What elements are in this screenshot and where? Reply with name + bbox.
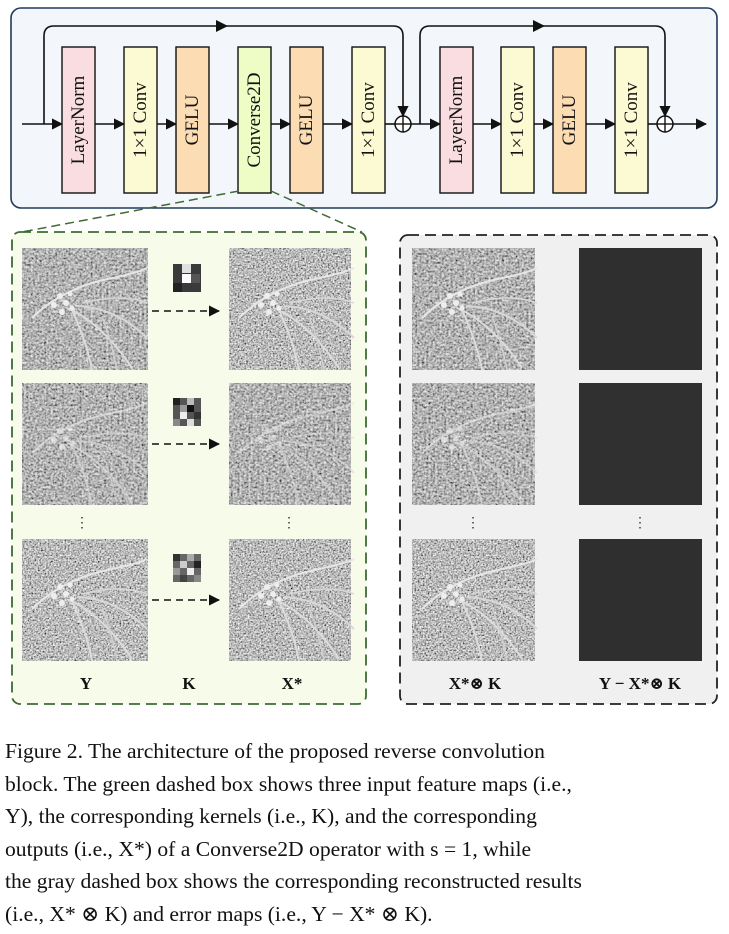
output-map-x bbox=[229, 248, 355, 371]
reconstruction-map bbox=[412, 383, 538, 506]
caption-line: the gray dashed box shows the correspond… bbox=[5, 869, 582, 894]
zoom-line bbox=[270, 190, 363, 233]
ellipsis: ⋮ bbox=[282, 516, 296, 531]
ellipsis: ⋮ bbox=[75, 516, 89, 531]
block-rect bbox=[439, 46, 474, 194]
block-layernorm: LayerNorm bbox=[61, 46, 96, 194]
block-1-1-conv: 1×1 Conv bbox=[500, 46, 535, 194]
col-label-k: K bbox=[182, 674, 196, 693]
figure-caption: Figure 2. The architecture of the propos… bbox=[5, 735, 721, 931]
block-rect bbox=[552, 46, 587, 194]
block-label: 1×1 Conv bbox=[621, 82, 642, 158]
error-map bbox=[579, 248, 702, 370]
feature-map-y bbox=[22, 539, 148, 662]
block-rect bbox=[500, 46, 535, 194]
output-map-x bbox=[229, 383, 355, 506]
error-map bbox=[579, 539, 702, 661]
block-rect bbox=[237, 46, 272, 194]
block-label: LayerNorm bbox=[446, 75, 467, 164]
skip-arrowhead bbox=[533, 20, 545, 32]
kernel-k bbox=[173, 398, 201, 426]
block-rect bbox=[614, 46, 649, 194]
kernel-k bbox=[173, 264, 201, 292]
caption-line: block. The green dashed box shows three … bbox=[5, 771, 572, 796]
block-layernorm: LayerNorm bbox=[439, 46, 474, 194]
col-label-error: Y − X*⊗ K bbox=[599, 674, 682, 693]
block-converse2d: Converse2D bbox=[237, 46, 272, 194]
ellipsis: ⋮ bbox=[633, 516, 647, 531]
architecture-diagram: LayerNorm 1×1 Conv GELU Converse2D GELU 1×1 C… bbox=[10, 7, 718, 705]
block-label: 1×1 Conv bbox=[130, 82, 151, 158]
block-1-1-conv: 1×1 Conv bbox=[123, 46, 158, 194]
block-rect bbox=[351, 46, 386, 194]
caption-line: outputs (i.e., X*) of a Converse2D opera… bbox=[5, 836, 532, 861]
block-label: GELU bbox=[296, 94, 317, 145]
block-label: GELU bbox=[559, 94, 580, 145]
block-gelu: GELU bbox=[552, 46, 587, 194]
block-label: 1×1 Conv bbox=[507, 82, 528, 158]
block-gelu: GELU bbox=[289, 46, 324, 194]
block-rect bbox=[175, 46, 210, 194]
ellipsis: ⋮ bbox=[466, 516, 480, 531]
block-label: Converse2D bbox=[244, 73, 265, 168]
zoom-line bbox=[21, 190, 240, 233]
caption-line: (i.e., X* ⊗ K) and error maps (i.e., Y −… bbox=[5, 901, 433, 926]
feature-map-y bbox=[22, 383, 148, 506]
block-1-1-conv: 1×1 Conv bbox=[614, 46, 649, 194]
caption-line: Y), the corresponding kernels (i.e., K),… bbox=[5, 804, 537, 829]
error-map bbox=[579, 383, 702, 505]
block-label: 1×1 Conv bbox=[358, 82, 379, 158]
block-label: GELU bbox=[182, 94, 203, 145]
output-map-x bbox=[229, 539, 355, 662]
block-gelu: GELU bbox=[175, 46, 210, 194]
feature-map-y bbox=[22, 248, 148, 371]
caption-line: Figure 2. The architecture of the propos… bbox=[5, 739, 545, 763]
block-1-1-conv: 1×1 Conv bbox=[351, 46, 386, 194]
add-node bbox=[394, 115, 412, 133]
block-rect bbox=[123, 46, 158, 194]
block-label: LayerNorm bbox=[68, 75, 89, 164]
skip-arrowhead bbox=[216, 20, 228, 32]
add-node bbox=[656, 115, 674, 133]
kernel-k bbox=[173, 554, 201, 582]
col-label-x: X* bbox=[282, 674, 303, 693]
block-rect bbox=[289, 46, 324, 194]
col-label-reconstruction: X*⊗ K bbox=[449, 674, 502, 693]
reconstruction-map bbox=[412, 539, 538, 662]
col-label-y: Y bbox=[80, 674, 92, 693]
block-rect bbox=[61, 46, 96, 194]
reconstruction-map bbox=[412, 248, 538, 371]
